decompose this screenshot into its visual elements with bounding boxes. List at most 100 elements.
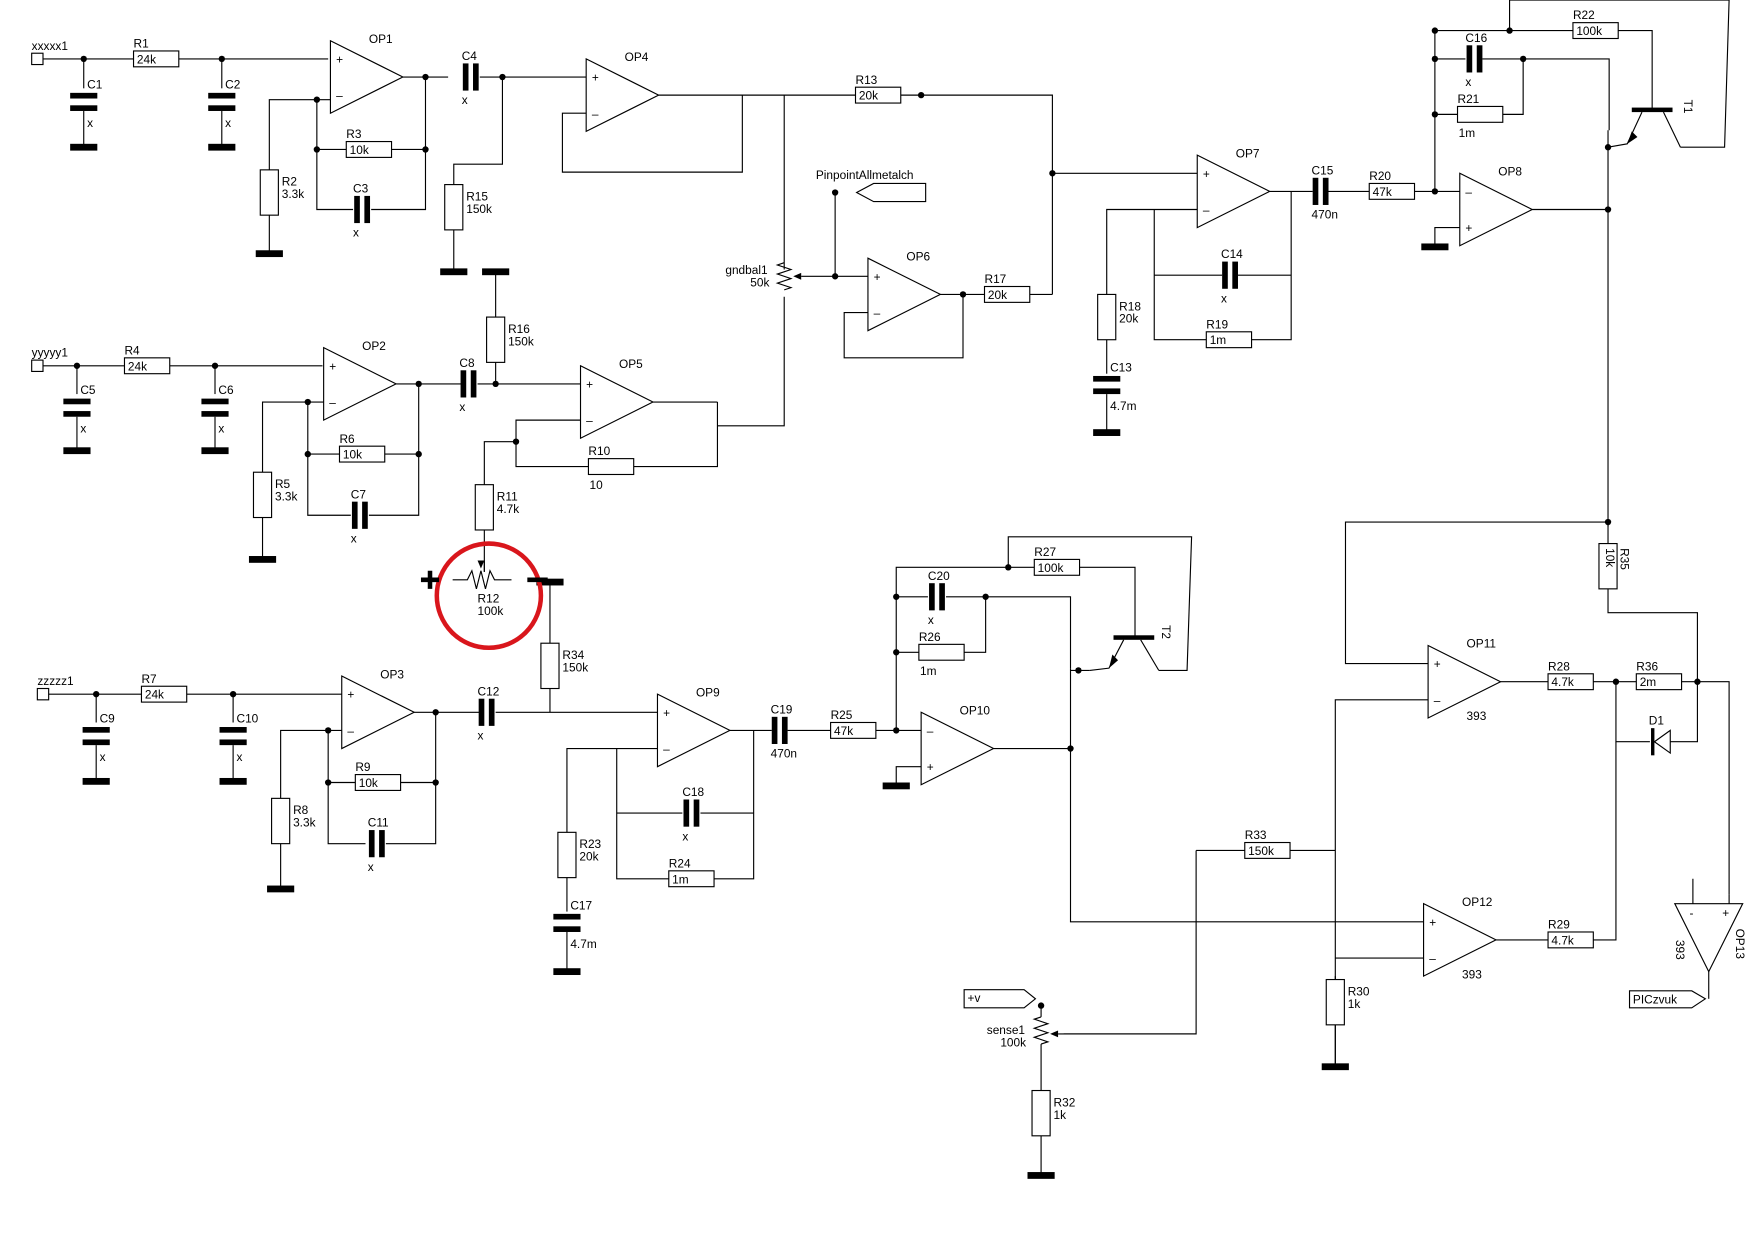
resistor-value: 3.3k	[282, 187, 304, 201]
plus-terminal: +	[1722, 906, 1729, 920]
resistor-value: 4.7k	[1551, 933, 1573, 947]
junction-dot	[324, 779, 332, 786]
input-port-label: zzzzz1	[37, 674, 74, 688]
ground-symbol	[553, 968, 581, 976]
minus-terminal: –	[592, 107, 599, 121]
wire	[1344, 521, 1609, 665]
minus-terminal: –	[1203, 203, 1210, 217]
opamp-op13	[1673, 903, 1744, 973]
ground-symbol	[82, 777, 110, 785]
capacitor-plate	[488, 698, 495, 726]
resistor-label: R29	[1548, 918, 1570, 932]
resistor-r10	[587, 458, 635, 476]
capacitor-label: C8	[459, 356, 475, 370]
opamp-op4	[585, 57, 660, 133]
potentiometer-gndbal1	[775, 262, 793, 291]
plus-terminal: +	[1203, 167, 1210, 181]
capacitor-plate	[1093, 388, 1121, 395]
capacitor-plate	[201, 411, 229, 417]
wire	[1607, 111, 1643, 148]
resistor-r19	[1205, 331, 1253, 349]
resistor-label: R13	[855, 73, 877, 87]
capacitor-label: C16	[1465, 31, 1487, 45]
plus-terminal: +	[336, 52, 343, 66]
capacitor-label: C18	[682, 785, 704, 799]
plus-terminal: +	[1429, 915, 1436, 929]
resistor-label: R22	[1573, 8, 1595, 22]
wire	[1509, 0, 1730, 148]
resistor-value: 10	[590, 478, 604, 492]
capacitor-value: x	[100, 750, 106, 764]
capacitor-c13	[1093, 375, 1121, 382]
wire	[633, 402, 719, 468]
input-port	[31, 359, 44, 372]
resistor-r18	[1097, 293, 1117, 341]
resistor-label: R26	[919, 630, 941, 644]
junction-dot	[1005, 564, 1012, 571]
resistor-label: R9	[355, 760, 371, 774]
opamp-op7	[1196, 154, 1271, 229]
transistor-label: T1	[1681, 100, 1695, 114]
resistor-label: R21	[1458, 92, 1480, 106]
junction-dot	[313, 96, 321, 103]
junction-dot	[313, 146, 321, 153]
resistor-value: 47k	[1373, 185, 1392, 199]
opamp-label: OP6	[906, 249, 930, 263]
capacitor-label: C11	[368, 816, 389, 830]
capacitor-value: x	[80, 422, 86, 436]
resistor-label: R11	[497, 490, 518, 504]
resistor-label: R27	[1034, 545, 1056, 559]
capacitor-c6	[201, 398, 229, 405]
plus-terminal: +	[874, 270, 881, 284]
resistor-value: 1k	[1054, 1108, 1067, 1122]
resistor-r4	[123, 357, 171, 375]
junction-dot	[73, 362, 81, 369]
opamp-op5	[579, 364, 655, 440]
junction-dot	[1075, 667, 1082, 674]
resistor-value: 24k	[137, 52, 156, 66]
wire	[1079, 566, 1136, 637]
opamp-part: 393	[1462, 967, 1482, 981]
wire	[261, 401, 324, 473]
capacitor-c1	[70, 92, 98, 99]
capacitor-label: C5	[80, 383, 96, 397]
wire	[1607, 588, 1698, 682]
capacitor-label: C9	[100, 711, 116, 725]
resistor-value: 1m	[1459, 126, 1476, 140]
opamp-op10	[920, 711, 995, 786]
capacitor-plate	[82, 739, 110, 746]
junction-dot	[422, 146, 429, 153]
resistor-value: 24k	[145, 688, 164, 702]
resistor-r32	[1031, 1089, 1051, 1137]
capacitor-label: C20	[928, 569, 950, 583]
wire	[900, 94, 1053, 295]
opamp-op1	[329, 39, 405, 115]
junction-dot	[415, 450, 422, 458]
junction-dot	[1604, 518, 1612, 526]
opamp-part: 393	[1467, 709, 1487, 723]
potentiometer-value: 100k	[1000, 1035, 1026, 1049]
wire	[1251, 191, 1292, 341]
opamp-label: OP5	[619, 357, 643, 371]
resistor-value: 1k	[1348, 997, 1361, 1011]
capacitor-plate	[781, 716, 788, 744]
minus-terminal: –	[927, 724, 934, 738]
resistor-label: R32	[1054, 1095, 1076, 1109]
potentiometer-label: sense1	[987, 1023, 1026, 1037]
resistor-value: 20k	[579, 850, 598, 864]
resistor-value: 10k	[350, 143, 369, 157]
capacitor-c9	[82, 727, 110, 733]
capacitor-value: x	[1465, 75, 1471, 89]
resistor-value: 47k	[834, 724, 853, 738]
resistor-value: 10k	[343, 448, 362, 462]
resistor-r1	[132, 50, 180, 68]
capacitor-value: x	[225, 116, 231, 130]
capacitor-value: 4.7m	[1110, 399, 1136, 413]
capacitor-c11	[368, 830, 375, 858]
capacitor-value: x	[478, 728, 484, 742]
resistor-r11	[474, 484, 494, 531]
wire	[307, 402, 351, 516]
resistor-label: R35	[1617, 548, 1631, 570]
capacitor-value: 4.7m	[570, 937, 596, 951]
opamp-part: 393	[1673, 940, 1687, 960]
